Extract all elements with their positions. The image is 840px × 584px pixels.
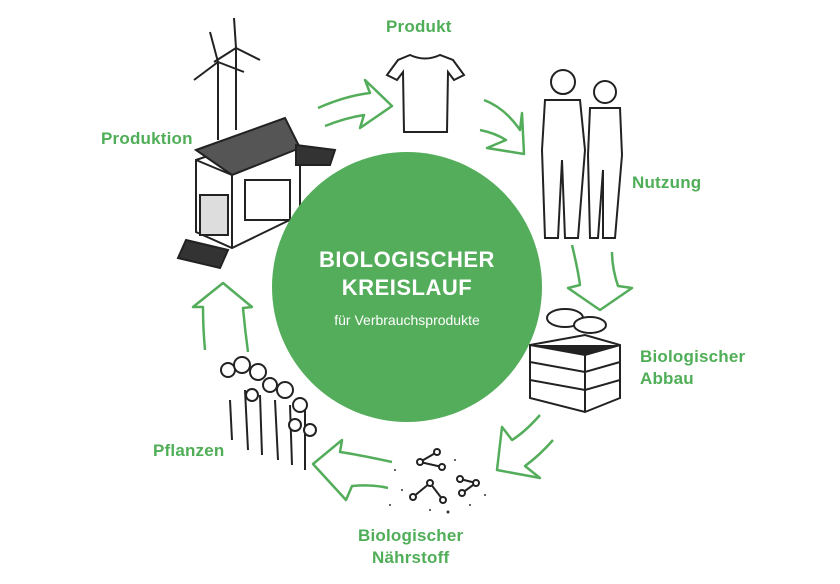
center-title-line2: KREISLAUF bbox=[341, 275, 473, 300]
label-abbau-line2: Abbau bbox=[640, 369, 694, 388]
label-produkt: Produkt bbox=[386, 17, 452, 36]
label-naehrstoff-line1: Biologischer bbox=[358, 526, 464, 545]
nutrient-molecules-icon bbox=[409, 448, 480, 504]
center-title-line1: BIOLOGISCHER bbox=[319, 247, 495, 272]
tshirt-icon bbox=[385, 53, 466, 133]
label-abbau-line1: Biologischer bbox=[640, 347, 746, 366]
arrow-pflanzen-to-produktion bbox=[191, 281, 254, 353]
center-circle: BIOLOGISCHER KREISLAUF für Verbrauchspro… bbox=[272, 152, 542, 422]
arrow-produkt-to-nutzung bbox=[479, 98, 526, 156]
plants-icon bbox=[220, 356, 317, 470]
arrow-abbau-to-naehrstoff bbox=[495, 414, 554, 480]
label-produktion: Produktion bbox=[101, 129, 193, 148]
label-nutzung: Nutzung bbox=[632, 173, 702, 192]
label-biologischer-naehrstoff: Biologischer Nährstoff bbox=[358, 525, 463, 569]
label-biologischer-abbau: Biologischer Abbau bbox=[640, 346, 745, 390]
arrow-naehrstoff-to-pflanzen bbox=[311, 438, 393, 502]
people-icon bbox=[540, 69, 624, 239]
label-pflanzen: Pflanzen bbox=[153, 441, 225, 460]
compost-icon bbox=[529, 308, 621, 414]
arrow-produktion-to-produkt bbox=[317, 78, 394, 130]
factory-icon bbox=[176, 17, 337, 270]
arrow-nutzung-to-abbau bbox=[566, 244, 634, 312]
center-subtitle: für Verbrauchsprodukte bbox=[334, 312, 480, 328]
label-naehrstoff-line2: Nährstoff bbox=[372, 548, 450, 567]
